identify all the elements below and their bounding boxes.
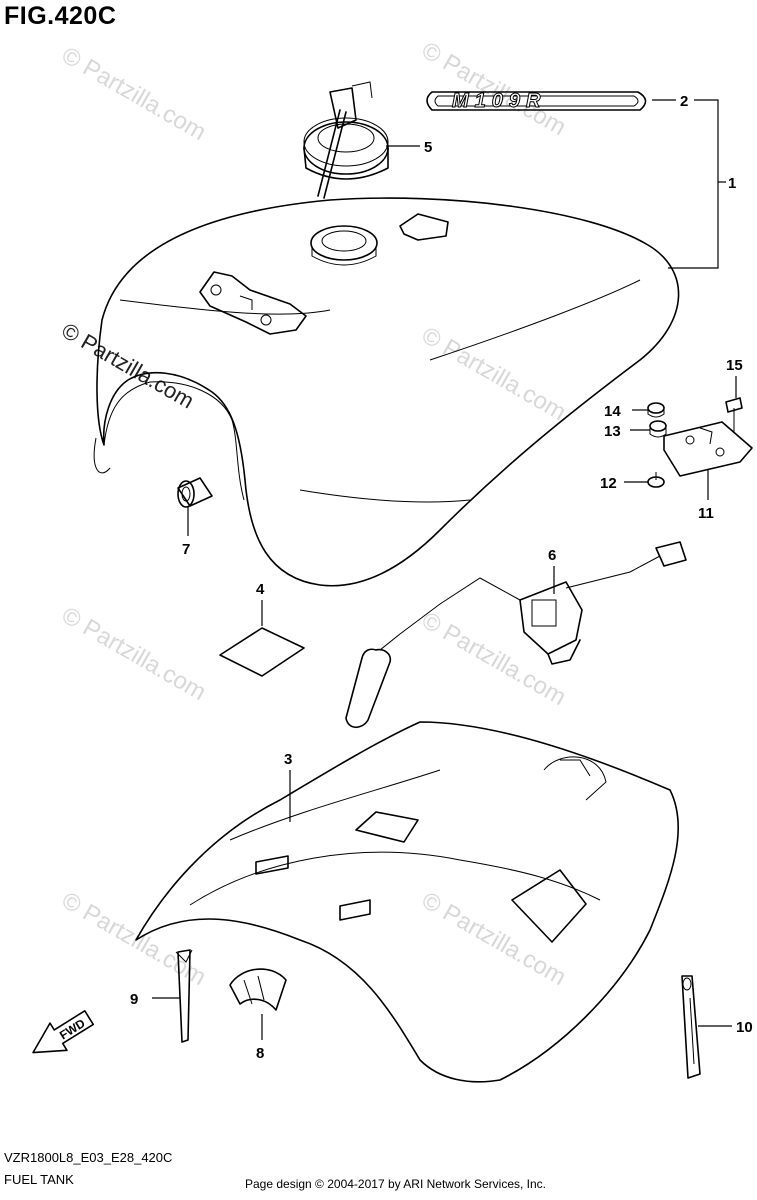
callout-5: 5 bbox=[424, 139, 432, 156]
watermark: © Partzilla.com bbox=[417, 37, 571, 141]
fuel-tank-part bbox=[93, 197, 680, 587]
callout-7: 7 bbox=[182, 541, 190, 558]
nut-part bbox=[647, 402, 665, 418]
watermark: © Partzilla.com bbox=[417, 322, 571, 426]
heat-shield-part bbox=[135, 721, 680, 1083]
pad-part bbox=[219, 627, 305, 677]
bracket-part bbox=[663, 421, 753, 477]
callout-12: 12 bbox=[600, 475, 617, 492]
section-name: FUEL TANK bbox=[4, 1172, 74, 1187]
model-code: VZR1800L8_E03_E28_420C bbox=[4, 1150, 173, 1165]
clamp-part bbox=[229, 968, 287, 1011]
screw-part bbox=[647, 472, 665, 488]
callout-2: 2 bbox=[680, 93, 688, 110]
forward-direction-arrow: FWD bbox=[32, 1010, 95, 1054]
callout-15: 15 bbox=[726, 357, 743, 374]
watermark-group: © Partzilla.com © Partzilla.com © Partzi… bbox=[57, 37, 571, 991]
watermark: © Partzilla.com bbox=[57, 887, 211, 991]
watermark: © Partzilla.com bbox=[417, 607, 571, 711]
callout-3: 3 bbox=[284, 751, 292, 768]
callout-6: 6 bbox=[548, 547, 556, 564]
bolt-part bbox=[725, 397, 743, 432]
callout-14: 14 bbox=[604, 403, 621, 420]
cable-tie-part bbox=[175, 949, 193, 1043]
callout-1: 1 bbox=[728, 175, 736, 192]
fuel-level-sensor-part bbox=[345, 541, 687, 729]
watermark: © Partzilla.com bbox=[417, 887, 571, 991]
callout-4: 4 bbox=[256, 581, 265, 598]
grommet-part bbox=[177, 477, 213, 508]
page-credit: Page design © 2004-2017 by ARI Network S… bbox=[245, 1177, 547, 1191]
fwd-label: FWD bbox=[57, 1016, 88, 1043]
emblem-part: M109R bbox=[426, 90, 647, 113]
callout-9: 9 bbox=[130, 991, 138, 1008]
watermark: © Partzilla.com bbox=[57, 42, 211, 146]
watermark: © Partzilla.com bbox=[57, 602, 211, 706]
callout-11: 11 bbox=[698, 505, 714, 522]
callout-10: 10 bbox=[736, 1019, 753, 1036]
leader-lines bbox=[152, 99, 737, 1040]
callout-8: 8 bbox=[256, 1045, 264, 1062]
fuel-cap-part bbox=[303, 81, 389, 199]
figure-title: FIG.420C bbox=[4, 2, 117, 30]
callout-13: 13 bbox=[604, 423, 621, 440]
cushion-part bbox=[649, 420, 667, 438]
watermark: © Partzilla.com bbox=[58, 318, 199, 414]
callout-labels: 1 2 3 4 5 6 7 8 9 10 11 12 13 14 15 bbox=[130, 93, 753, 1062]
strap-part bbox=[681, 975, 701, 1079]
emblem-text: M109R bbox=[452, 90, 546, 112]
